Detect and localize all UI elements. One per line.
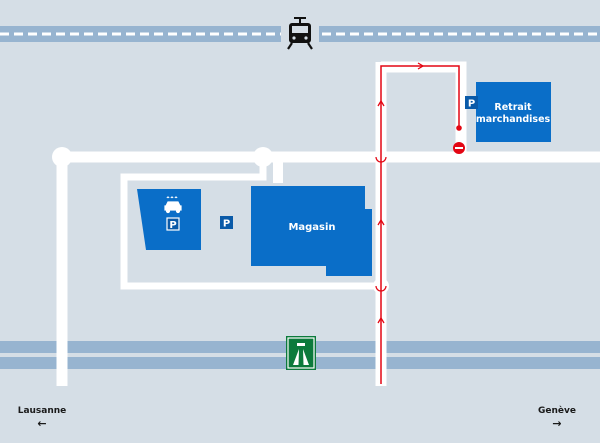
direction-lausanne-label: Lausanne [18, 406, 67, 416]
direction-geneve-label: Genève [538, 405, 576, 416]
parking-sign-car-wash: P [166, 217, 180, 231]
pickup-label-line1: Retrait [494, 102, 532, 113]
store-building [251, 186, 372, 276]
svg-text:P: P [169, 220, 176, 231]
tram-icon [287, 17, 313, 50]
svg-text:P: P [223, 219, 230, 230]
route-end-point [456, 125, 462, 131]
route-crossing-marks [375, 156, 387, 292]
parking-sign-store: P [220, 216, 233, 230]
store-label: Magasin [288, 222, 335, 233]
route-arrows [377, 62, 425, 324]
parking-sign-pickup: P [465, 96, 478, 110]
pickup-building [476, 82, 551, 142]
pickup-label-line2: marchandises [476, 114, 551, 125]
svg-text:P: P [468, 99, 475, 110]
car-wash-icon [164, 196, 182, 214]
no-entry-icon [453, 142, 465, 154]
motorway-icon [286, 336, 316, 370]
road-roundabouts [52, 147, 389, 294]
delivery-route [380, 65, 460, 384]
arrow-left-icon: ← [37, 417, 46, 430]
arrow-right-icon: → [552, 417, 561, 430]
